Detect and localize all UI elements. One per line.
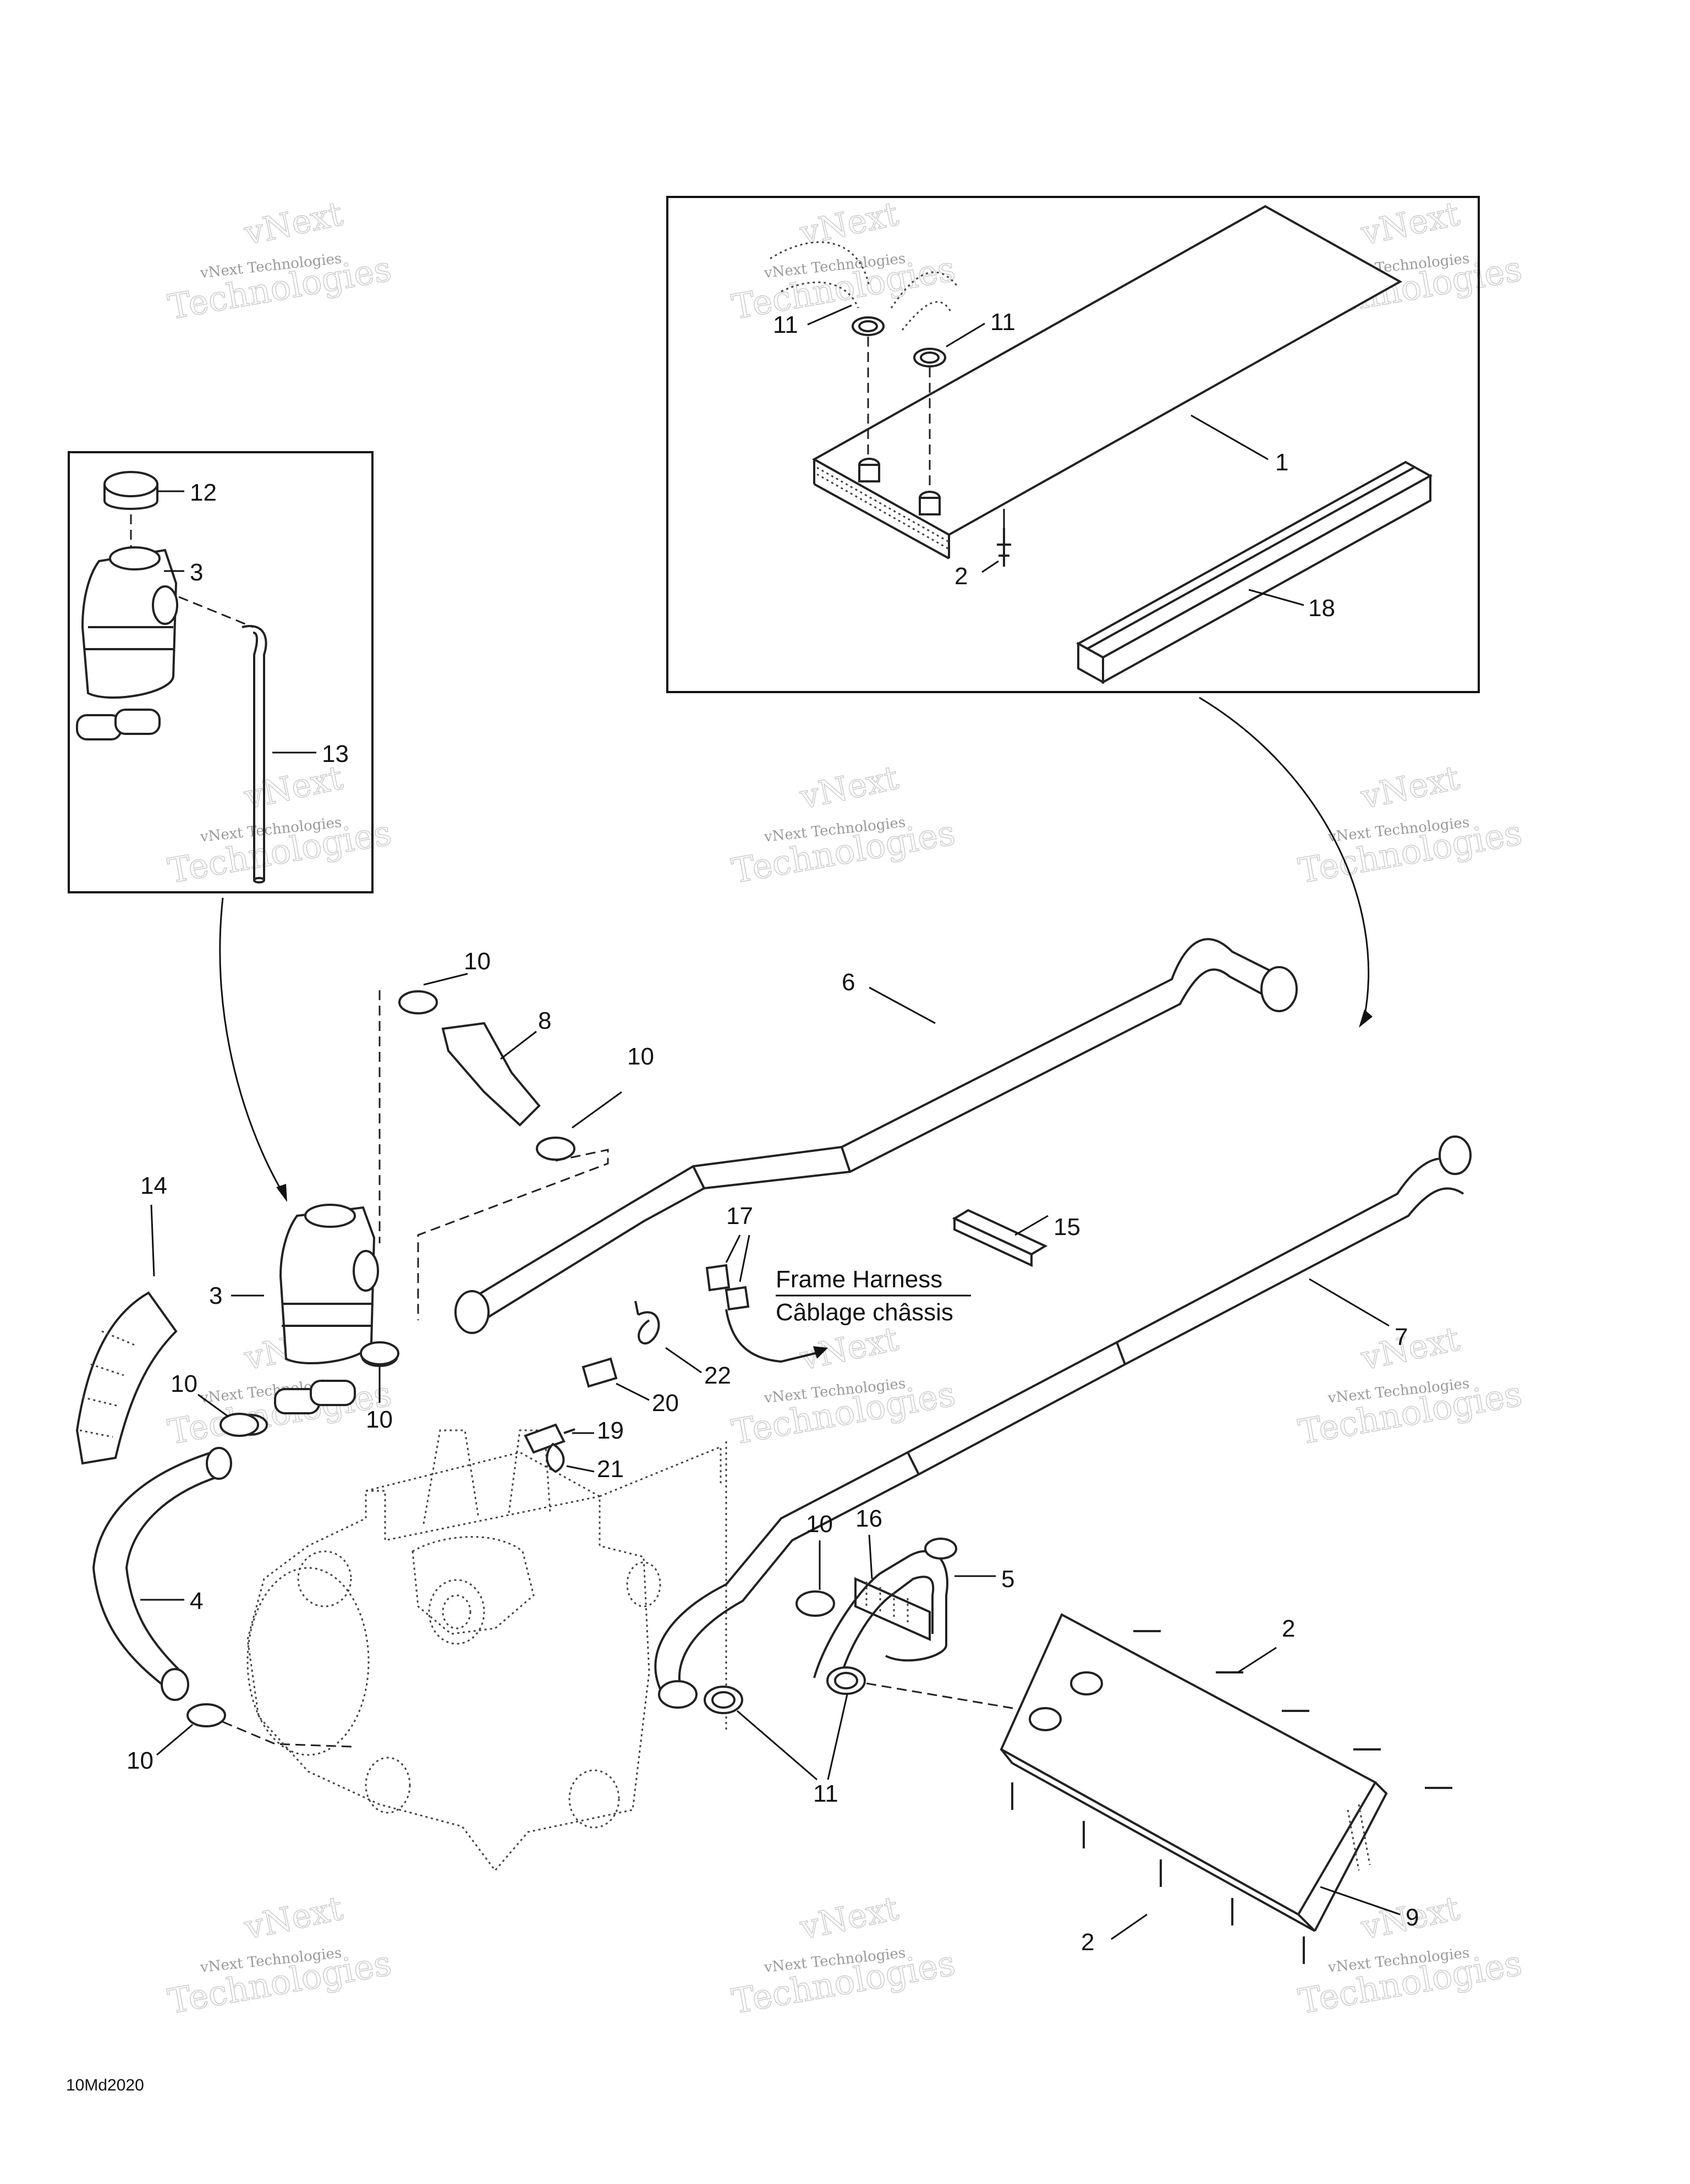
inset-reservoir-frame [68, 451, 374, 893]
callout-1: 1 [1275, 449, 1288, 476]
watermark-mid-left: vNext vNext Technologies Technologies [164, 758, 394, 891]
svg-text:vNext: vNext [241, 195, 346, 253]
grommet-21 [546, 1442, 565, 1473]
watermark-mid-center: vNext vNext Technologies Technologies [728, 758, 958, 891]
reservoir-main [231, 1204, 398, 1436]
heat-exchanger [1000, 1613, 1388, 1932]
radiator-clip-fastener [997, 528, 1011, 567]
svg-text:vNext: vNext [797, 759, 902, 817]
clamp-10-hose4-top [220, 1413, 259, 1437]
svg-text:vNext: vNext [797, 1889, 902, 1947]
callout-2-right: 2 [1282, 1615, 1295, 1642]
callout-3-inset: 3 [190, 559, 203, 586]
frame-harness-text-fr: Câblage châssis [776, 1299, 953, 1326]
watermark-top-left: vNext vNext Technologies Technologies [164, 194, 394, 327]
grommet-11-b [826, 1666, 866, 1695]
arrow-radiator-to-main [1199, 696, 1370, 1018]
reservoir-tank [76, 546, 178, 740]
radiator-protector-strip [1076, 460, 1433, 684]
grommets-top [852, 316, 946, 490]
svg-text:vNext: vNext [241, 1889, 346, 1947]
arrow-reservoir-to-main [219, 897, 284, 1194]
callout-19: 19 [597, 1417, 624, 1444]
hose-16 [854, 1577, 931, 1642]
callout-7: 7 [1395, 1324, 1408, 1351]
callout-11-main: 11 [813, 1780, 838, 1807]
callout-10-top: 10 [464, 948, 491, 975]
callout-3-main: 3 [209, 1282, 222, 1309]
callout-12: 12 [190, 479, 217, 506]
callout-21: 21 [597, 1456, 624, 1483]
svg-text:vNext: vNext [797, 1320, 902, 1378]
engine [246, 1429, 727, 1872]
radiator-hose-ghost [770, 241, 958, 331]
callout-10-left: 10 [171, 1370, 197, 1397]
radiator-plate [811, 205, 1403, 536]
connector-20 [581, 1357, 618, 1388]
hose-5 [813, 1538, 957, 1684]
callout-5: 5 [1001, 1566, 1014, 1593]
hose-6 [454, 938, 1298, 1334]
callout-13: 13 [322, 740, 349, 767]
main-assembly: Frame Harness Câblage châssis 10 8 10 6 … [75, 938, 1472, 1964]
watermark-bottom-left: vNext vNext Technologies Technologies [164, 1889, 394, 2022]
watermark-mid-right: vNext vNext Technologies Technologies [1295, 758, 1525, 891]
inset-reservoir: 12 3 13 [68, 451, 374, 893]
callout-4: 4 [190, 1588, 203, 1615]
radiator-part [811, 205, 1403, 559]
hose-4 [92, 1447, 353, 1748]
callout-22: 22 [704, 1362, 731, 1389]
arrow-head-radiator [1359, 1009, 1373, 1028]
inset-radiator-frame [666, 196, 1480, 693]
callout-6: 6 [842, 969, 855, 996]
callout-11-inset-a: 11 [773, 311, 798, 338]
callout-2-inset: 2 [954, 563, 968, 590]
arrow-head-reservoir [276, 1184, 287, 1202]
grommet-11-a [704, 1686, 743, 1714]
figure-code: 10Md2020 [66, 2076, 144, 2094]
watermark-top-center: vNext vNext Technologies Technologies [728, 194, 958, 327]
sensor-19 [524, 1423, 575, 1454]
callout-15: 15 [1053, 1214, 1080, 1241]
frame-harness-text-en: Frame Harness [776, 1266, 942, 1293]
screws-2 [1011, 1630, 1452, 1964]
frame-harness-label: Frame Harness Câblage châssis [776, 1266, 971, 1326]
callout-10-hose8: 10 [627, 1043, 654, 1070]
callout-20: 20 [652, 1390, 679, 1417]
hose-7 [654, 1135, 1472, 1709]
inset-radiator: 1 11 11 2 18 [666, 196, 1480, 693]
callout-8: 8 [538, 1007, 551, 1034]
clip-17 [705, 1234, 828, 1363]
callout-16: 16 [855, 1505, 882, 1532]
svg-text:vNext: vNext [1358, 1320, 1463, 1378]
callout-11-inset-b: 11 [990, 309, 1016, 336]
callout-18: 18 [1308, 595, 1335, 622]
clamp-10-hose5 [795, 1590, 835, 1617]
callout-17: 17 [726, 1203, 753, 1230]
watermark-low-center: vNext vNext Technologies Technologies [728, 1319, 958, 1452]
svg-text:vNext: vNext [1358, 195, 1463, 253]
svg-text:vNext: vNext [1358, 759, 1463, 817]
watermark-low-right: vNext vNext Technologies Technologies [1295, 1319, 1525, 1452]
reservoir-cap [103, 471, 158, 510]
callout-10-reservoir: 10 [366, 1406, 393, 1433]
clip-22 [634, 1300, 660, 1345]
hose-14 [75, 1291, 178, 1465]
callout-9: 9 [1406, 1904, 1419, 1931]
overflow-tube [178, 596, 267, 884]
watermark-bottom-center: vNext vNext Technologies Technologies [728, 1889, 958, 2022]
callout-10-bottom: 10 [127, 1747, 153, 1774]
callout-14: 14 [140, 1172, 167, 1199]
clamp-10-reservoir [360, 1341, 399, 1365]
callout-10-hose5: 10 [806, 1511, 833, 1538]
svg-text:vNext: vNext [797, 195, 902, 253]
pad-15 [952, 1209, 1048, 1267]
hose-8 [378, 990, 609, 1320]
callout-2-bottom: 2 [1081, 1929, 1094, 1956]
